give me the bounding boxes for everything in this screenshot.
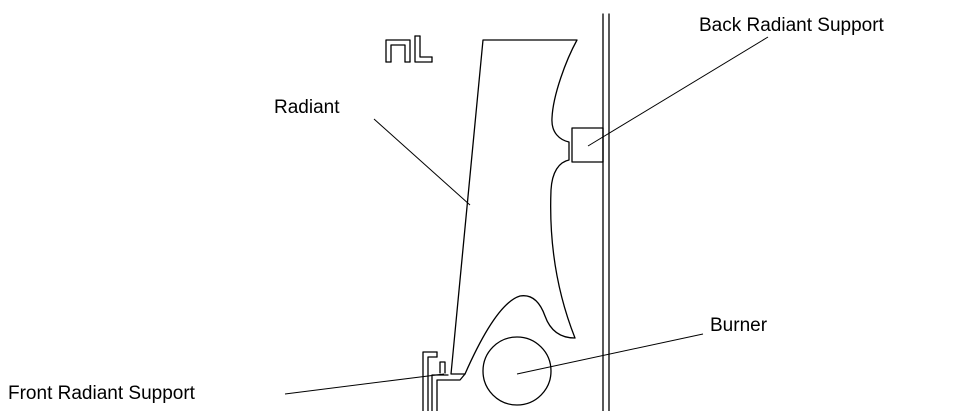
leader-front-radiant-support	[284, 373, 445, 395]
front-radiant-support-bracket	[422, 351, 466, 411]
leader-back-radiant-support	[587, 36, 769, 147]
leader-radiant	[373, 118, 471, 206]
leader-burner	[516, 333, 704, 375]
burner-circle	[482, 336, 552, 406]
label-back-radiant-support: Back Radiant Support	[699, 15, 885, 36]
label-radiant: Radiant	[274, 97, 340, 118]
radiant-body	[450, 39, 578, 375]
back-radiant-support-block	[571, 127, 604, 163]
top-bracket	[385, 35, 433, 63]
label-burner: Burner	[710, 315, 768, 336]
label-front-radiant-support: Front Radiant Support	[8, 383, 196, 404]
back-wall	[602, 13, 610, 411]
